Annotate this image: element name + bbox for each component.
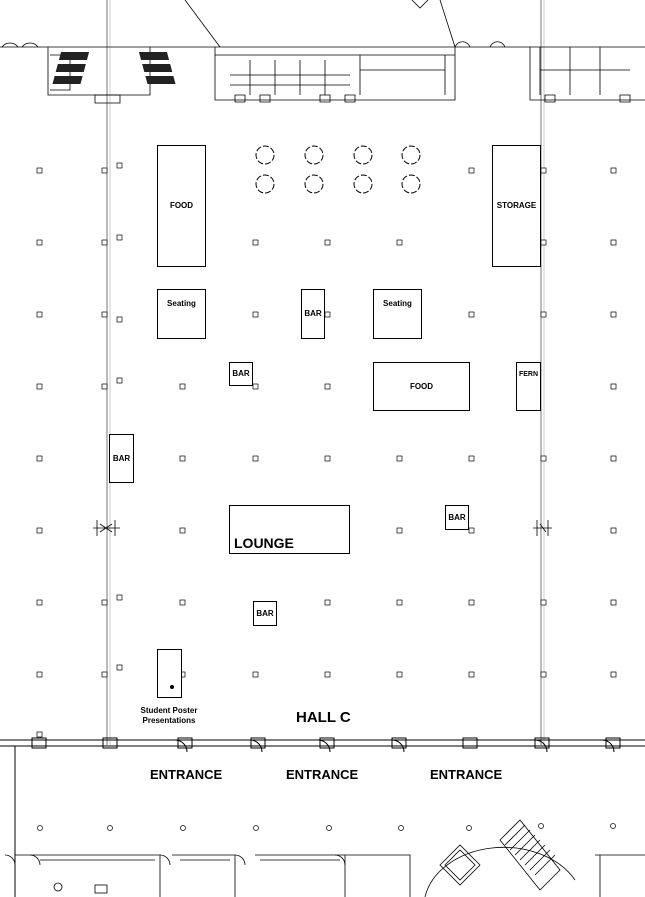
booth-label: FOOD: [409, 381, 434, 391]
poster-label-line1: Student Poster: [140, 706, 198, 715]
booth-label: BAR: [448, 512, 466, 522]
booth-label: BAR: [256, 608, 274, 618]
hatched-units: [52, 52, 176, 84]
booth-label: BAR: [112, 453, 131, 463]
booth-label: Seating: [383, 299, 412, 308]
booth-bar-5[interactable]: BAR: [253, 601, 277, 626]
entrance-2[interactable]: ENTRANCE: [286, 767, 359, 782]
bottom-structure: [4, 819, 645, 897]
booth-seating-1[interactable]: Seating: [157, 289, 206, 339]
booth-label: FOOD: [169, 201, 194, 210]
entrance-1[interactable]: ENTRANCE: [150, 767, 223, 782]
booth-food-1[interactable]: FOOD: [157, 145, 206, 267]
booth-fern[interactable]: FERN: [516, 362, 541, 411]
booth-storage[interactable]: STORAGE: [492, 145, 541, 267]
round-tables: [255, 145, 421, 194]
booth-lounge[interactable]: LOUNGE: [229, 505, 350, 554]
booth-label: BAR: [232, 369, 250, 378]
column-markers: [36, 162, 617, 738]
booth-bar-2[interactable]: BAR: [229, 362, 253, 386]
poster-label-line2: Presentations: [142, 716, 196, 725]
booth-label: BAR: [304, 309, 322, 318]
booth-label: LOUNGE: [234, 535, 294, 551]
booth-bar-3[interactable]: BAR: [109, 434, 134, 483]
entrance-wall: [0, 737, 645, 897]
booth-label: FERN: [518, 371, 539, 378]
entrance-3[interactable]: ENTRANCE: [430, 767, 503, 782]
booth-seating-2[interactable]: Seating: [373, 289, 422, 339]
bottom-column-markers: [37, 823, 616, 831]
poster-label: Student Poster Presentations: [128, 706, 210, 726]
booth-bar-1[interactable]: BAR: [301, 289, 325, 339]
booth-bar-4[interactable]: BAR: [445, 505, 469, 530]
booth-label: STORAGE: [496, 201, 537, 210]
booth-food-2[interactable]: FOOD: [373, 362, 470, 411]
top-structure: [0, 0, 645, 104]
booth-label: Seating: [167, 299, 196, 308]
marker-dot: [169, 685, 174, 689]
booth-student-poster[interactable]: [157, 649, 182, 698]
hall-label: HALL C: [296, 709, 351, 726]
